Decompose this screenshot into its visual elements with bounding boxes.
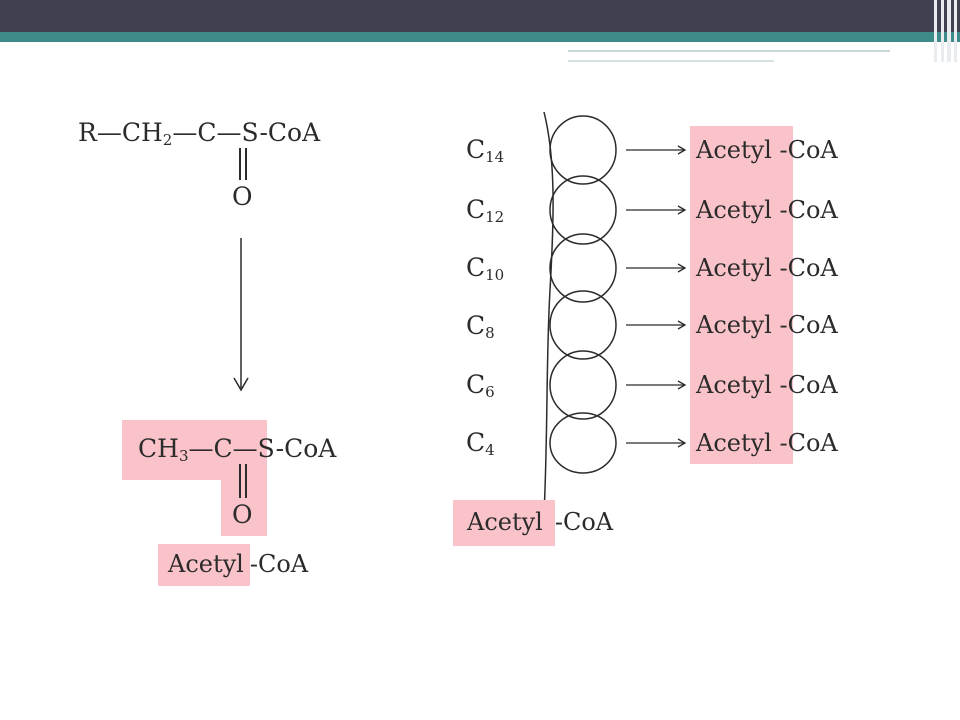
double-bond [239,464,241,498]
acetyl-highlight [221,478,267,536]
accent-bar [0,32,960,42]
acetyl-coa-product: Acetyl -CoA [696,254,838,282]
acetyl-highlight [122,420,267,480]
acetyl-coa-formula: CH3—C—S-CoA [138,434,337,465]
carbon-label: C6 [466,370,495,401]
oxygen-label: O [232,182,253,211]
acetyl-coa-product: Acetyl -CoA [696,136,838,164]
acetyl-coa-product: Acetyl -CoA [696,429,838,457]
divider-line [568,50,890,52]
corner-decoration [928,0,960,62]
carbon-label: C4 [466,428,495,459]
acetyl-coa-product: Acetyl -CoA [696,196,838,224]
double-bond [245,464,247,498]
double-bond [239,148,241,180]
carbon-label: C12 [466,195,505,226]
acetyl-column-highlight [690,126,793,464]
acetyl-coa-product: Acetyl-CoA [158,544,308,586]
header-bar [0,0,960,32]
carbon-label: C14 [466,135,505,166]
oxygen-label: O [232,500,253,529]
carbon-label: C8 [466,311,495,342]
carbon-label: C10 [466,253,505,284]
divider-line [568,60,774,62]
fatty-acyl-coa-formula: R—CH2—C—S-CoA [78,118,321,149]
acetyl-coa-product: Acetyl -CoA [696,371,838,399]
acetyl-coa-product: Acetyl -CoA [696,311,838,339]
double-bond [245,148,247,180]
final-acetyl-coa: Acetyl-CoA [453,500,613,546]
